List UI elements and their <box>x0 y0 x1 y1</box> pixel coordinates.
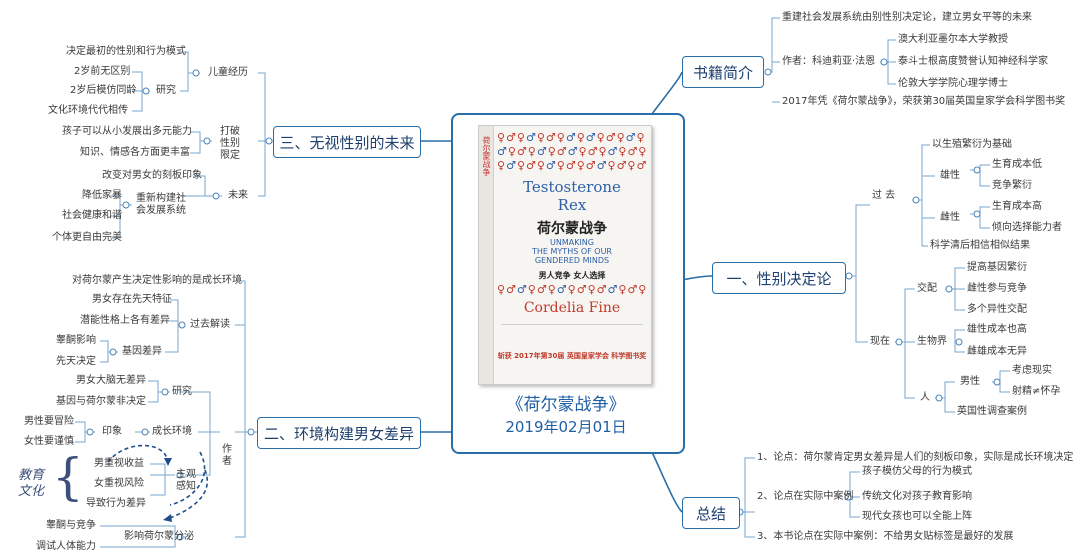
node-human: 人 <box>920 392 930 403</box>
cover-subtitle-cn: 男人竞争 女人选择 <box>538 271 606 280</box>
summary-point: 2、论点在实际中案例 <box>757 491 854 502</box>
node-female: 雌性 <box>940 212 960 223</box>
node-child: 儿童经历 <box>208 67 248 78</box>
node-past: 过 去 <box>872 190 896 201</box>
cover-subtitle-1: UNMAKING <box>549 238 594 247</box>
leaf: 现代女孩也可以全能上阵 <box>862 511 972 522</box>
leaf: 男女存在先天特征 <box>92 294 172 305</box>
leaf: 孩子模仿父母的行为模式 <box>862 466 972 477</box>
leaf: 先天决定 <box>56 356 96 367</box>
leaf: 个体更自由完美 <box>52 232 122 243</box>
node-future: 未来 <box>228 190 248 201</box>
node-perceive: 主观感知 <box>176 469 196 492</box>
leaf: 潜能性格上各有差异 <box>80 315 170 326</box>
node-past-read: 过去解读 <box>190 319 230 330</box>
node-break: 打破性别限定 <box>220 126 240 161</box>
leaf: 2岁前无区别 <box>74 66 131 77</box>
intro-item: 重建社会发展系统由别性别决定论，建立男女平等的未来 <box>782 12 1032 23</box>
leaf: 睾酮影响 <box>56 335 96 346</box>
leaf: 提高基因繁衍 <box>967 262 1027 273</box>
leaf: 雌雄成本无异 <box>967 346 1027 357</box>
figure-pattern: ♀♂♂♀♂♀♂♀♂♀♂♂♀♂♀ <box>497 284 647 296</box>
leaf: 知识、情感各方面更丰富 <box>80 147 190 158</box>
leaf: 生育成本高 <box>992 201 1042 212</box>
leaf: 对荷尔蒙产生决定性影响的是成长环境 <box>72 275 242 286</box>
branch-genderless-future[interactable]: 三、无视性别的未来 <box>273 126 421 158</box>
node-author: 作者 <box>222 444 232 467</box>
leaf: 倾向选择能力者 <box>992 222 1062 233</box>
intro-author-detail: 伦敦大学学院心理学博士 <box>898 78 1008 89</box>
cover-award: 斩获 2017年第30届 英国皇家学会 科学图书奖 <box>497 352 647 360</box>
cover-blurb <box>501 324 643 369</box>
leaf: 睾酮与竞争 <box>46 520 96 531</box>
node-mating: 交配 <box>917 283 937 294</box>
cover-subtitle-2: THE MYTHS OF OUR <box>532 247 612 256</box>
node-now: 现在 <box>870 336 890 347</box>
summary-point: 3、本书论点在实际中案例：不给男女贴标签是最好的发展 <box>757 531 1014 542</box>
node-bio: 生物界 <box>917 336 947 347</box>
leaf: 传统文化对孩子教育影响 <box>862 491 972 502</box>
cover-title-en-1: Testosterone <box>523 178 621 196</box>
node-imprint: 印象 <box>102 426 122 437</box>
leaf: 雄性成本也高 <box>967 324 1027 335</box>
leaf: 科学清后相信相似结果 <box>930 240 1030 251</box>
central-title: 《荷尔蒙战争》 <box>506 395 626 415</box>
node-study: 研究 <box>172 386 192 397</box>
leaf: 雌性参与竞争 <box>967 283 1027 294</box>
leaf: 基因与荷尔蒙非决定 <box>56 396 146 407</box>
leaf: 多个异性交配 <box>967 304 1027 315</box>
figure-pattern: ♀♂♀♂♀♂♀♂♀♂♂♀♂♀♂ <box>497 160 647 172</box>
leaf: 女性要谨慎 <box>24 436 74 447</box>
node-env: 成长环境 <box>152 426 192 437</box>
node-rebuild: 重新构建社会发展系统 <box>136 193 186 216</box>
node-men: 男性 <box>960 376 980 387</box>
central-date: 2019年02月01日 <box>505 418 627 436</box>
spine-text: 荷尔蒙战争 <box>482 136 491 176</box>
summary-point: 1、论点：荷尔蒙肯定男女差异是人们的刻板印象，实际是成长环境决定 <box>757 452 1074 463</box>
cover-subtitle-3: GENDERED MINDS <box>534 256 610 265</box>
leaf: 以生殖繁衍为基础 <box>932 139 1012 150</box>
branch-summary[interactable]: 总结 <box>682 497 740 529</box>
leaf: 女重视风险 <box>94 478 144 489</box>
cover-author-en: Cordelia Fine <box>523 300 621 316</box>
leaf: 孩子可以从小发展出多元能力 <box>62 126 192 137</box>
branch-intro[interactable]: 书籍简介 <box>682 56 764 88</box>
leaf: 竞争繁衍 <box>992 180 1032 191</box>
book-spine: 荷尔蒙战争 <box>479 126 494 384</box>
leaf: 考虑现实 <box>1012 365 1052 376</box>
curly-brace: { <box>52 448 84 506</box>
node-research: 研究 <box>156 85 176 96</box>
node-gene: 基因差异 <box>122 346 162 357</box>
node-male: 雄性 <box>940 170 960 181</box>
leaf: 英国性调查案例 <box>957 406 1027 417</box>
leaf: 男性要冒险 <box>24 416 74 427</box>
cover-title-cn: 荷尔蒙战争 <box>537 221 607 237</box>
figure-pattern: ♀♂♀♂♀♂♀♂♀♂♀♂♀♂♀ <box>497 132 646 144</box>
leaf: 男重视收益 <box>94 458 144 469</box>
leaf: 导致行为差异 <box>86 498 146 509</box>
leaf: 社会健康和谐 <box>62 210 122 221</box>
node-impact: 影响荷尔蒙分泌 <box>124 531 194 542</box>
cover-title-en-2: Rex <box>557 196 587 214</box>
intro-author-detail: 澳大利亚墨尔本大学教授 <box>898 34 1008 45</box>
leaf: 改变对男女的刻板印象 <box>102 170 202 181</box>
leaf: 决定最初的性别和行为模式 <box>66 46 186 57</box>
leaf: 射精≠怀孕 <box>1012 386 1061 397</box>
intro-author-detail: 泰斗士根高度赞誉认知神经科学家 <box>898 56 1048 67</box>
leaf: 调试人体能力 <box>36 541 96 552</box>
intro-item: 2017年凭《荷尔蒙战争》，荣获第30届英国皇家学会科学图书奖 <box>782 96 1066 107</box>
leaf: 文化环境代代相传 <box>48 105 128 116</box>
leaf: 降低家暴 <box>82 190 122 201</box>
label-education-culture: 教育文化 <box>18 468 45 499</box>
branch-environment-difference[interactable]: 二、环境构建男女差异 <box>257 417 421 449</box>
book-cover: 荷尔蒙战争 ♀♂♀♂♀♂♀♂♀♂♀♂♀♂♀ ♂♀♂♀♂♀♂♂♀♂♀♂♀♂♀ ♀♂… <box>478 125 652 385</box>
branch-gender-determinism[interactable]: 一、性别决定论 <box>712 262 846 294</box>
leaf: 生育成本低 <box>992 159 1042 170</box>
leaf: 男女大脑无差异 <box>76 375 146 386</box>
figure-pattern: ♂♀♂♀♂♀♂♂♀♂♀♂♀♂♀ <box>497 146 647 158</box>
leaf: 2岁后模仿同龄 <box>70 85 137 96</box>
intro-author: 作者：科迪莉亚·法恩 <box>782 56 876 67</box>
